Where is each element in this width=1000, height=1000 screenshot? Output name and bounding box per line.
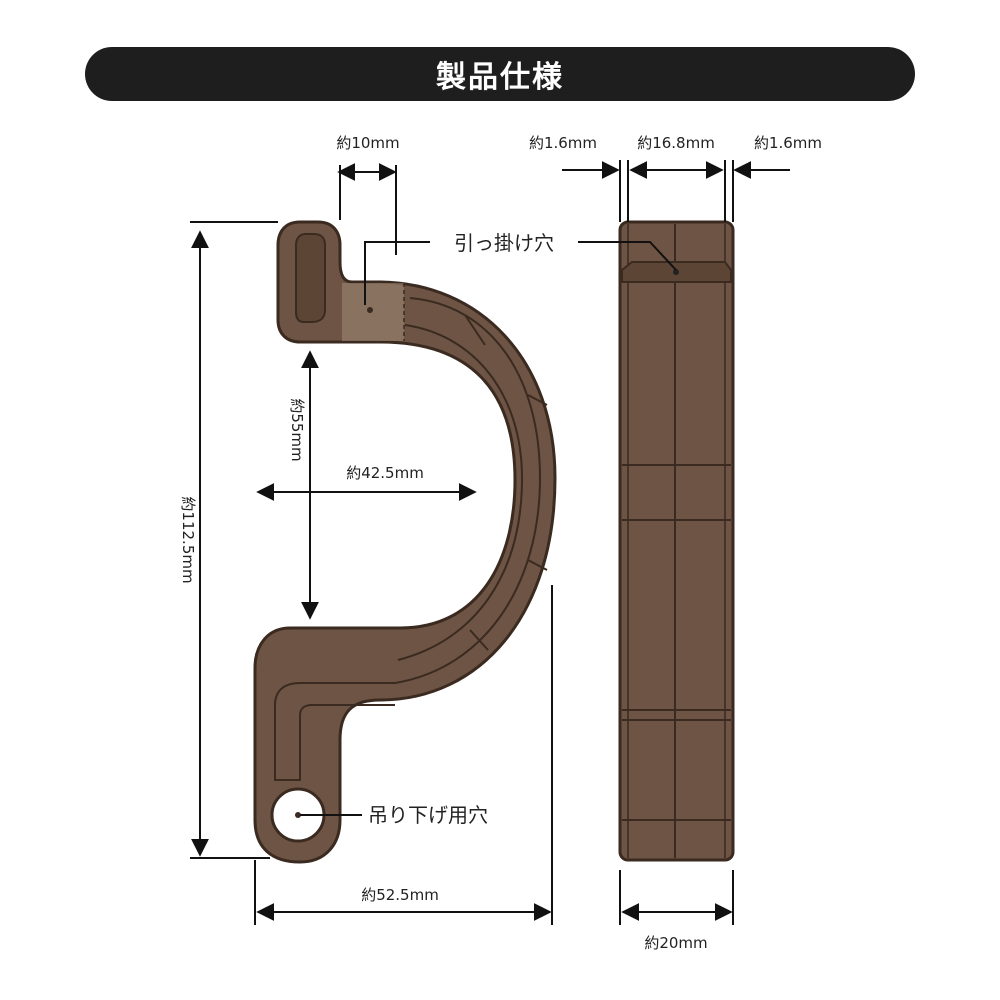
label-side-wall-left: 約1.6mm	[529, 134, 597, 152]
label-hanging-hole: 吊り下げ用穴	[368, 803, 488, 827]
segment-divider	[469, 629, 489, 651]
hook-hole-area	[342, 283, 404, 341]
label-side-wall-right: 約1.6mm	[754, 134, 822, 152]
segment-divider	[464, 314, 486, 346]
label-inner-width: 約16.8mm	[637, 134, 715, 152]
hook-body	[253, 220, 557, 864]
label-hook-hole: 引っ掛け穴	[454, 231, 554, 255]
segment-divider	[527, 394, 548, 406]
dimension-lines	[190, 160, 790, 925]
label-total-height: 約112.5mm	[179, 496, 197, 583]
label-inner-depth: 約42.5mm	[346, 464, 424, 482]
curve-inner-line	[397, 324, 524, 661]
curve-recess	[274, 297, 542, 781]
hook-front-view	[253, 220, 557, 864]
label-total-width: 約52.5mm	[361, 886, 439, 904]
label-top-tab-width: 約10mm	[336, 134, 399, 152]
segment-divider	[527, 559, 548, 571]
top-tab-recess	[295, 233, 326, 323]
label-inner-height: 約55mm	[288, 398, 306, 461]
hook-side-view	[618, 220, 735, 862]
title-bar: 製品仕様	[85, 47, 915, 101]
side-body	[618, 220, 735, 862]
label-side-thickness: 約20mm	[644, 934, 707, 952]
page-title: 製品仕様	[436, 60, 564, 95]
